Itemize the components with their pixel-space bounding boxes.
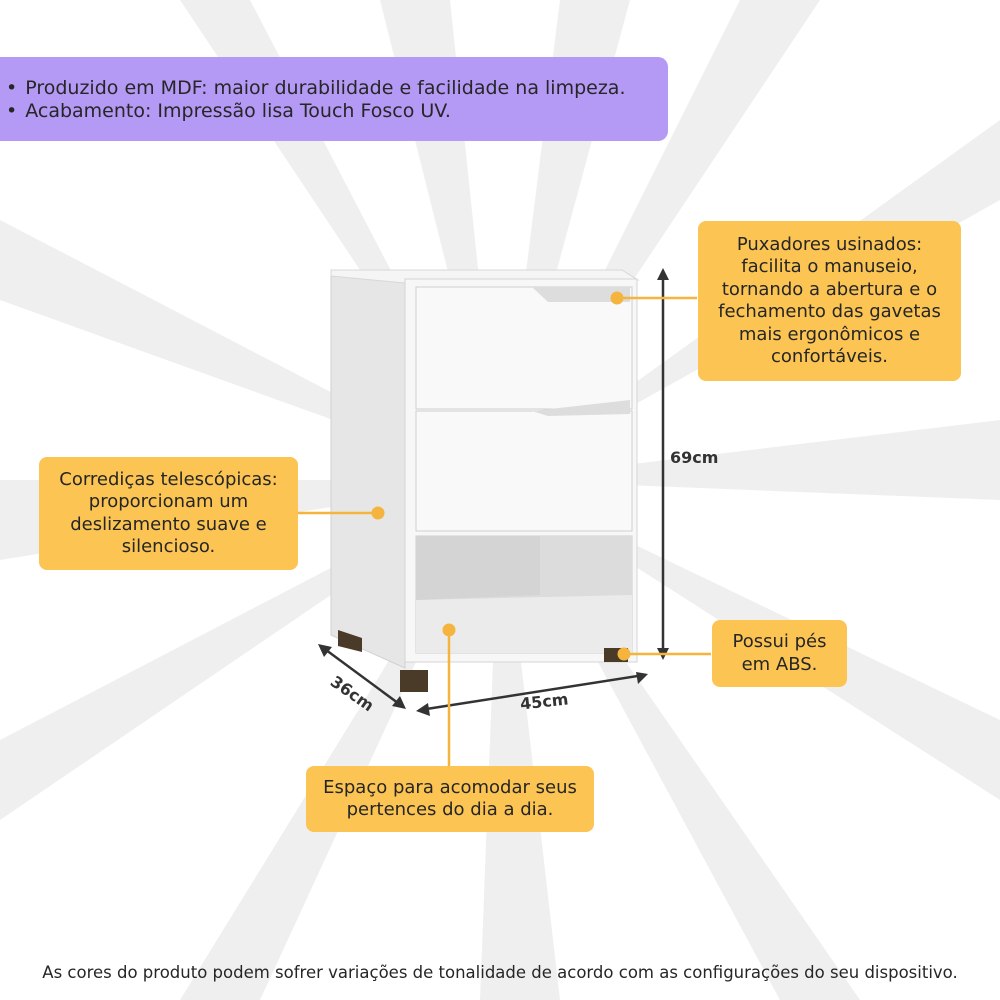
callout-line: Espaço para acomodar seus (323, 776, 577, 798)
callout-line: pertences do dia a dia. (346, 799, 554, 820)
callout-pes: Possui pés em ABS. (712, 620, 847, 687)
callout-line: confortáveis. (771, 346, 888, 367)
callout-line: Corrediças telescópicas: (59, 468, 278, 490)
callout-puxadores: Puxadores usinados: facilita o manuseio,… (698, 221, 961, 381)
callout-line: Puxadores usinados: (736, 233, 923, 255)
callout-line: proporcionam um (88, 491, 249, 512)
callout-line: facilita o manuseio, (741, 256, 918, 277)
callout-line: tornando a abertura e o (721, 278, 938, 300)
callout-corredicas: Corrediças telescópicas: proporcionam um… (39, 457, 298, 570)
feature-bullet: Acabamento: Impressão lisa Touch Fosco U… (6, 100, 668, 123)
callout-line: silencioso. (121, 536, 216, 557)
features-banner: Produzido em MDF: maior durabilidade e f… (0, 57, 668, 141)
callout-line: Possui pés (732, 631, 827, 652)
callout-line: mais ergonômicos e (738, 323, 921, 345)
color-disclaimer: As cores do produto podem sofrer variaçõ… (42, 963, 958, 982)
callout-espaco: Espaço para acomodar seus pertences do d… (306, 766, 594, 832)
callout-line: fechamento das gavetas (718, 301, 941, 322)
feature-bullet: Produzido em MDF: maior durabilidade e f… (6, 77, 668, 100)
height-dimension-label: 69cm (670, 448, 719, 467)
callout-line: em ABS. (741, 653, 818, 675)
callout-line: deslizamento suave e (70, 513, 267, 535)
